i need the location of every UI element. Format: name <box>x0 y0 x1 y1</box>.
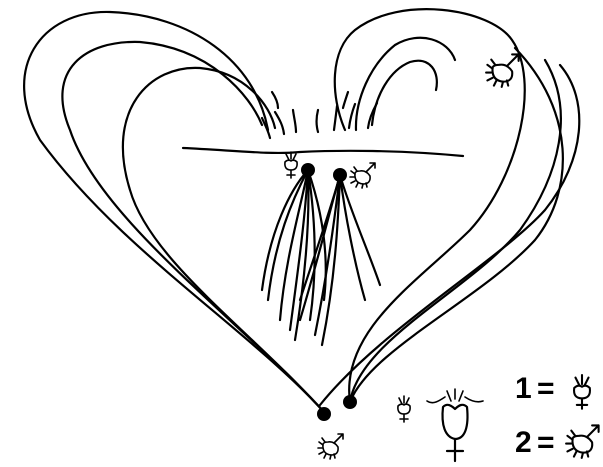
node-bottom-left <box>317 407 331 421</box>
male-pollen-icon <box>486 54 518 87</box>
heart-outline <box>24 9 579 412</box>
female-ovary-icon <box>398 396 410 422</box>
node-right-center <box>333 168 347 182</box>
male-pollen-icon <box>566 425 599 458</box>
legend-label-2: 2 <box>515 426 532 459</box>
female-ovary-icon <box>574 375 590 409</box>
node-left-center <box>301 163 315 177</box>
legend-entry-1: 1 = <box>515 372 590 409</box>
legend: 1 = 2 = <box>515 372 599 459</box>
legend-entry-2: 2 = <box>515 425 599 459</box>
female-ovary-icon <box>285 152 297 178</box>
legend-equals-1: = <box>537 372 555 405</box>
legend-label-1: 1 <box>515 372 532 405</box>
flower-bud-icon <box>427 389 483 461</box>
tendrils-left-node <box>262 170 326 340</box>
male-pollen-icon <box>350 163 375 188</box>
node-bottom-right <box>343 395 357 409</box>
legend-equals-2: = <box>537 426 555 459</box>
male-pollen-icon <box>318 434 343 459</box>
